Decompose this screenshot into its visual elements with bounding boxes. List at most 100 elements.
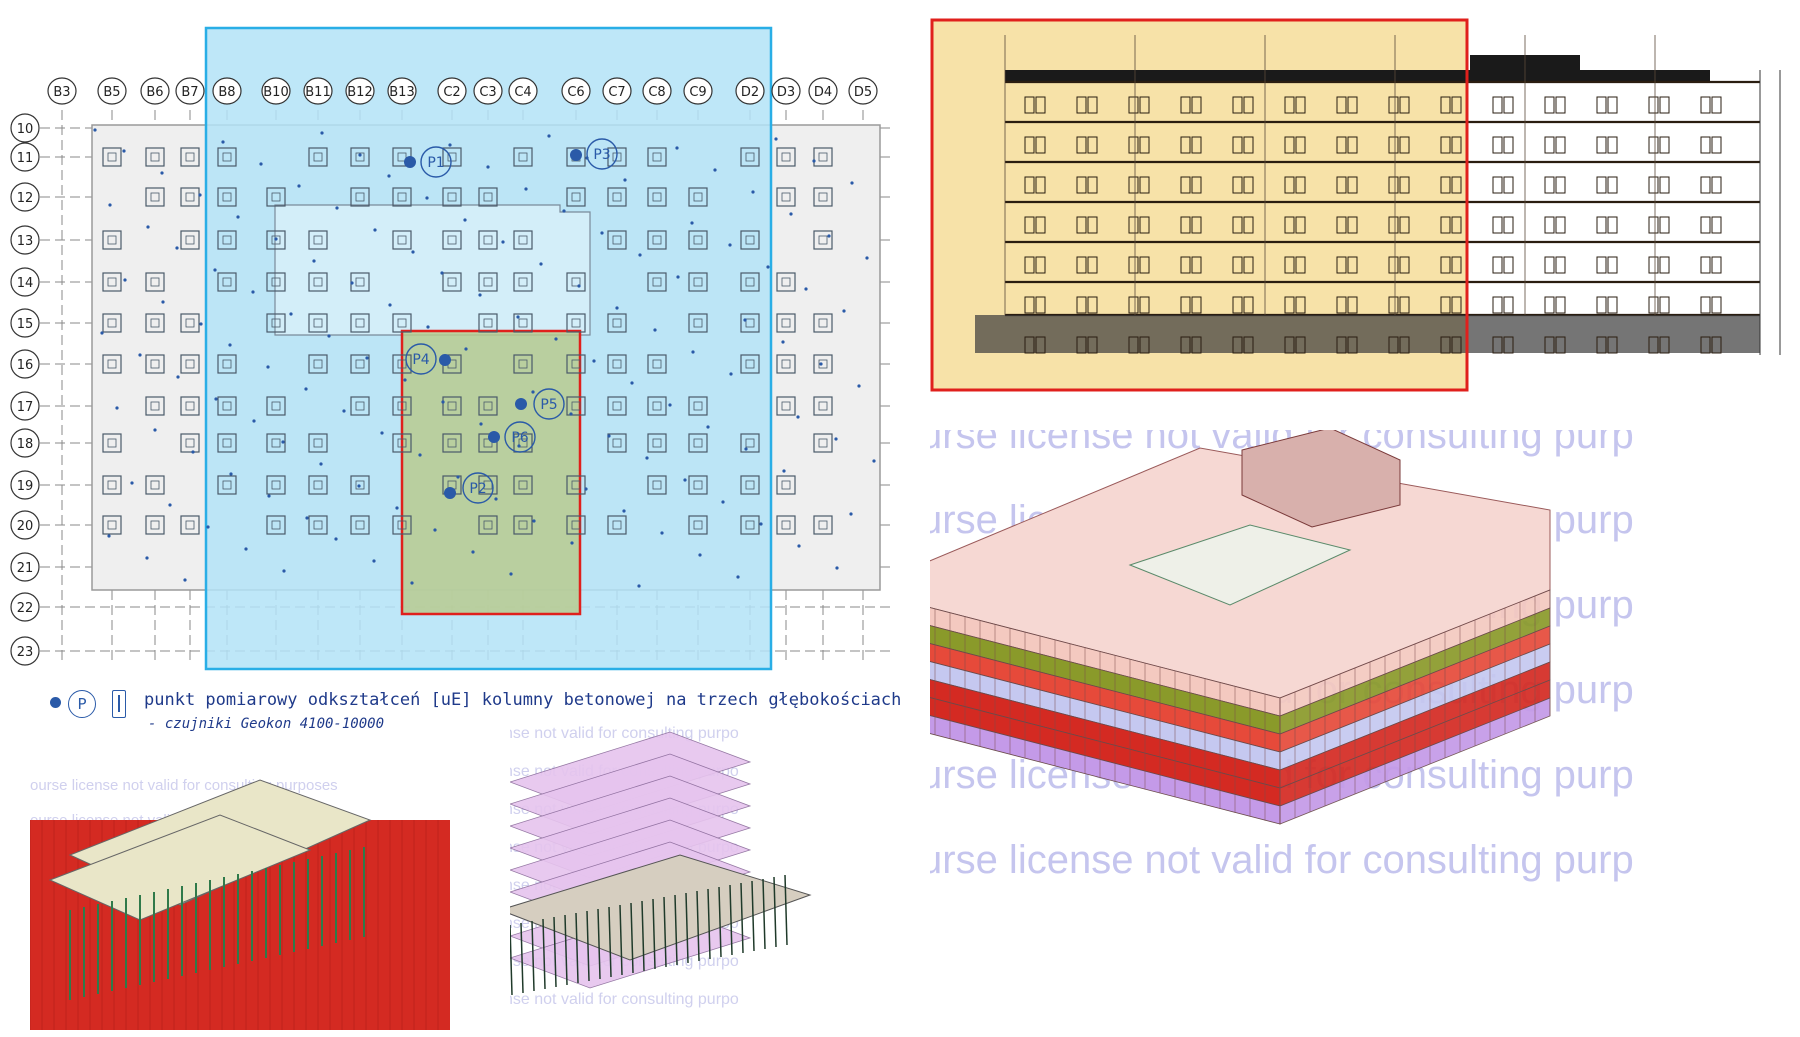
structural-column [566, 187, 586, 207]
structural-column [217, 230, 237, 250]
structural-column [102, 230, 122, 250]
window [1648, 216, 1659, 234]
column-core [185, 192, 195, 202]
column-core [222, 401, 232, 411]
structural-column [392, 433, 412, 453]
pile-dot [600, 231, 604, 235]
structural-column [566, 396, 586, 416]
column-core [271, 401, 281, 411]
window [1336, 136, 1347, 154]
window [1503, 336, 1514, 354]
window [1295, 216, 1306, 234]
structural-column [688, 272, 708, 292]
pile-dot [251, 290, 255, 294]
column-core [571, 520, 581, 530]
pile-dot [478, 293, 482, 297]
structural-column [740, 272, 760, 292]
column-core [185, 235, 195, 245]
pile-column [564, 914, 568, 986]
structural-column [647, 147, 667, 167]
structural-column [688, 230, 708, 250]
fem-model-panel: urse license not valid for consulting pu… [930, 430, 1790, 1030]
column-core [818, 401, 828, 411]
column-core [271, 480, 281, 490]
pile-dot [411, 250, 415, 254]
measurement-point-circle [462, 472, 494, 504]
pile-dot [698, 553, 702, 557]
column-core [222, 438, 232, 448]
structural-column [180, 354, 200, 374]
column-core [571, 318, 581, 328]
structural-column [740, 354, 760, 374]
column-core [483, 480, 493, 490]
structural-column [813, 354, 833, 374]
column-core [518, 480, 528, 490]
column-core [355, 192, 365, 202]
pile-column [542, 918, 546, 990]
column-axis-label: C2 [443, 85, 460, 100]
fem-tower-block [1241, 430, 1401, 528]
pile-dot [342, 409, 346, 413]
window [1180, 256, 1191, 274]
window [1659, 256, 1670, 274]
pile-dot [327, 334, 331, 338]
pile-dot [569, 412, 573, 416]
window [1024, 336, 1035, 354]
column-axis-label: D5 [854, 85, 872, 100]
window [1451, 256, 1462, 274]
structural-column [813, 313, 833, 333]
column-core [745, 152, 755, 162]
column-core [185, 359, 195, 369]
column-axis-bubble [387, 77, 417, 105]
pile-dot [145, 556, 149, 560]
column-core [397, 401, 407, 411]
pile-dot [319, 462, 323, 466]
window [1451, 136, 1462, 154]
window [1232, 96, 1243, 114]
column-core [652, 152, 662, 162]
pile-dot [872, 459, 876, 463]
structural-column [813, 396, 833, 416]
pile-dot [774, 137, 778, 141]
column-core [185, 520, 195, 530]
window [1596, 96, 1607, 114]
section-red-frame [930, 18, 1469, 392]
window [1076, 176, 1087, 194]
column-core [397, 152, 407, 162]
pile-dot [531, 390, 535, 394]
column-core [745, 235, 755, 245]
window [1024, 296, 1035, 314]
pile-dot [289, 312, 293, 316]
structural-column [308, 230, 328, 250]
column-axis-label: B13 [389, 85, 414, 100]
window [1700, 336, 1711, 354]
window [1139, 296, 1150, 314]
pile-dot [305, 516, 309, 520]
pile-dot [615, 306, 619, 310]
window [1087, 96, 1098, 114]
window [1648, 296, 1659, 314]
window [1243, 256, 1254, 274]
structural-column [566, 515, 586, 535]
pile-dot [516, 315, 520, 319]
column-axis-label: C8 [648, 85, 665, 100]
column-core [483, 401, 493, 411]
column-core [107, 480, 117, 490]
structural-column [102, 313, 122, 333]
window [1596, 176, 1607, 194]
pile-dot [486, 165, 490, 169]
structural-column [308, 515, 328, 535]
structural-column [102, 515, 122, 535]
red-measurement-zone [400, 329, 582, 616]
structural-column [102, 433, 122, 453]
pile-dot [259, 162, 263, 166]
pile-dot [320, 131, 324, 135]
window [1711, 256, 1722, 274]
structural-column [776, 313, 796, 333]
pile-dot [728, 243, 732, 247]
measurement-point-circle [504, 421, 536, 453]
window [1711, 96, 1722, 114]
pile-dot [418, 453, 422, 457]
floors-model-drawing: license not valid for consulting purpoli… [510, 725, 812, 1008]
